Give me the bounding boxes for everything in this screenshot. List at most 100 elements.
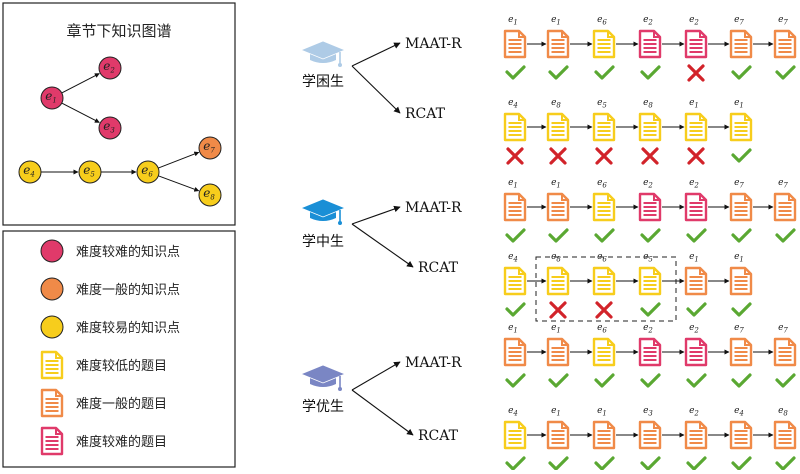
question-label-letter: e (689, 178, 694, 188)
question-item: e7 (773, 15, 797, 80)
kg-node-e7: e7 (198, 136, 222, 160)
question-doc-icon-fold (653, 268, 660, 275)
question-label-letter: e (734, 252, 739, 262)
question-doc-icon-fold (518, 339, 525, 346)
question-label-sub: 7 (783, 182, 788, 190)
question-item: e4 (729, 406, 753, 471)
kg-node-label-letter: e (141, 163, 148, 177)
question-item: e2 (638, 15, 662, 80)
question-doc-icon (592, 29, 616, 59)
method-label: RCAT (418, 260, 459, 276)
legend-doc-icon-fold (55, 428, 62, 435)
question-item: e5 (638, 252, 662, 317)
question-label-sub: 1 (556, 19, 560, 27)
question-label: e7 (778, 178, 788, 190)
question-doc-icon (638, 337, 662, 367)
question-label: e4 (508, 98, 518, 110)
kg-edge-1-3 (61, 102, 100, 123)
question-label: e8 (551, 252, 561, 264)
question-doc-icon (684, 420, 708, 450)
question-label: e5 (643, 252, 653, 264)
kg-node-label-letter: e (203, 186, 210, 200)
question-label-letter: e (551, 98, 556, 108)
question-label-sub: 8 (556, 256, 561, 264)
kg-node-label: e1 (45, 89, 57, 105)
question-item: e1 (592, 406, 616, 471)
kg-node-e8: e8 (198, 183, 222, 207)
question-doc-icon-fold (561, 114, 568, 121)
question-item: e4 (503, 98, 527, 165)
correct-check-icon (775, 65, 796, 80)
question-label-sub: 1 (739, 102, 743, 110)
question-item: e7 (773, 178, 797, 243)
question-label-letter: e (734, 98, 739, 108)
question-label-letter: e (689, 323, 694, 333)
question-doc-icon (684, 266, 708, 296)
method-label: MAAT-R (405, 200, 462, 216)
question-doc-icon-fold (788, 339, 795, 346)
legend-item-2: 难度一般的知识点 (40, 277, 180, 301)
question-label: e5 (597, 98, 607, 110)
kg-node-circle (136, 160, 160, 184)
question-doc-icon (546, 192, 570, 222)
correct-check-icon (731, 456, 752, 471)
legend-panel: 难度较难的知识点难度一般的知识点难度较易的知识点难度较低的题目难度一般的题目难度… (2, 230, 236, 468)
question-item: e1 (729, 98, 753, 163)
question-item: e1 (546, 323, 570, 388)
correct-check-icon (548, 65, 569, 80)
question-label-letter: e (508, 252, 513, 262)
question-doc-icon-fold (561, 194, 568, 201)
legend-doc-icon-fold (55, 390, 62, 397)
incorrect-cross-icon-b (687, 147, 705, 165)
kg-node-e4: e4 (18, 160, 42, 184)
question-label-letter: e (597, 98, 602, 108)
correct-check-icon (594, 65, 615, 80)
method-label: RCAT (418, 428, 459, 444)
correct-check-icon (731, 148, 752, 163)
question-label: e2 (689, 178, 699, 190)
legend-frame (2, 230, 236, 468)
question-doc-icon-fold (788, 422, 795, 429)
question-label-sub: 2 (693, 327, 699, 335)
question-doc-icon (503, 29, 527, 59)
kg-edge-6-8 (158, 175, 200, 192)
question-doc-icon-fold (607, 114, 614, 121)
question-doc-icon (592, 192, 616, 222)
question-doc-icon-fold (561, 422, 568, 429)
question-label-sub: 6 (602, 256, 607, 264)
question-label: e1 (551, 15, 561, 27)
question-item: e7 (729, 323, 753, 388)
question-item: e1 (503, 323, 527, 388)
question-doc-icon (729, 112, 753, 142)
question-label: e7 (734, 323, 744, 335)
correct-check-icon (775, 456, 796, 471)
question-label-letter: e (734, 323, 739, 333)
question-doc-icon (638, 112, 662, 142)
question-item: e2 (684, 406, 708, 471)
question-item: e8 (546, 252, 570, 319)
question-item: e3 (638, 406, 662, 471)
legend-item-1: 难度较难的知识点 (40, 239, 180, 263)
question-doc-icon (684, 112, 708, 142)
kg-node-circle (98, 56, 122, 80)
question-label-sub: 2 (647, 327, 653, 335)
question-label: e1 (508, 178, 518, 190)
correct-check-icon (731, 373, 752, 388)
question-item: e1 (546, 15, 570, 80)
question-doc-icon (773, 29, 797, 59)
question-label-letter: e (689, 252, 694, 262)
branch-arrow (351, 389, 414, 436)
legend-doc-icon (40, 388, 64, 418)
student-type-label: 学困生 (302, 74, 344, 90)
question-doc-icon (638, 420, 662, 450)
question-doc-icon (503, 420, 527, 450)
question-label-sub: 8 (648, 102, 653, 110)
correct-check-icon (548, 228, 569, 243)
question-label-sub: 7 (783, 327, 788, 335)
correct-check-icon (505, 373, 526, 388)
graduation-cap-icon-tassel-end (338, 387, 342, 391)
kg-node-label-sub: 7 (210, 147, 215, 155)
question-label-sub: 5 (648, 256, 653, 264)
question-item: e1 (503, 15, 527, 80)
